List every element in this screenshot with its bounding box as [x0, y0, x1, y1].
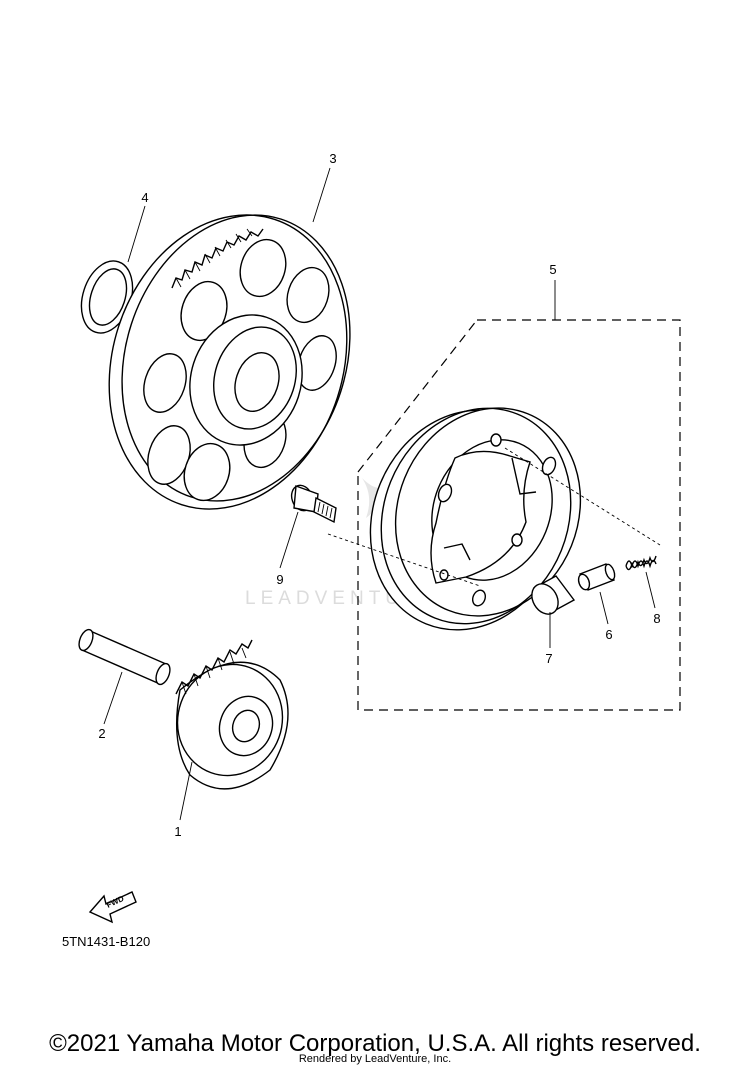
callout-2: 2: [98, 726, 105, 741]
callout-5: 5: [549, 262, 556, 277]
part-3-starter-wheel-gear[interactable]: [72, 184, 385, 540]
copyright-notice: ©2021 Yamaha Motor Corporation, U.S.A. A…: [49, 1030, 701, 1057]
callout-4: 4: [141, 190, 148, 205]
callout-7: 7: [545, 651, 552, 666]
callout-9: 9: [276, 572, 283, 587]
part-4-washer[interactable]: [73, 254, 142, 339]
leader-lines: [103, 167, 656, 821]
part-5-one-way-clutch[interactable]: [327, 380, 661, 660]
callout-6: 6: [605, 627, 612, 642]
part-9-bolt[interactable]: [288, 482, 337, 524]
drawing-code: 5TN1431-B120: [62, 934, 150, 949]
part-6-plunger[interactable]: [577, 563, 617, 591]
callout-1: 1: [174, 824, 181, 839]
callout-3: 3: [329, 151, 336, 166]
fwd-arrow-icon: FWD: [88, 891, 137, 924]
part-7-roller[interactable]: [527, 575, 576, 619]
part-8-spring[interactable]: [625, 555, 657, 571]
rendered-by-notice: Rendered by LeadVenture, Inc.: [298, 1053, 452, 1065]
callouts: 3 4 5 9 2 1 6 7 8: [98, 151, 660, 839]
part-2-shaft[interactable]: [76, 628, 172, 687]
part-5-clutch-assembly-box: [357, 319, 681, 711]
part-1-idle-gear[interactable]: [162, 639, 298, 790]
callout-8: 8: [653, 611, 660, 626]
